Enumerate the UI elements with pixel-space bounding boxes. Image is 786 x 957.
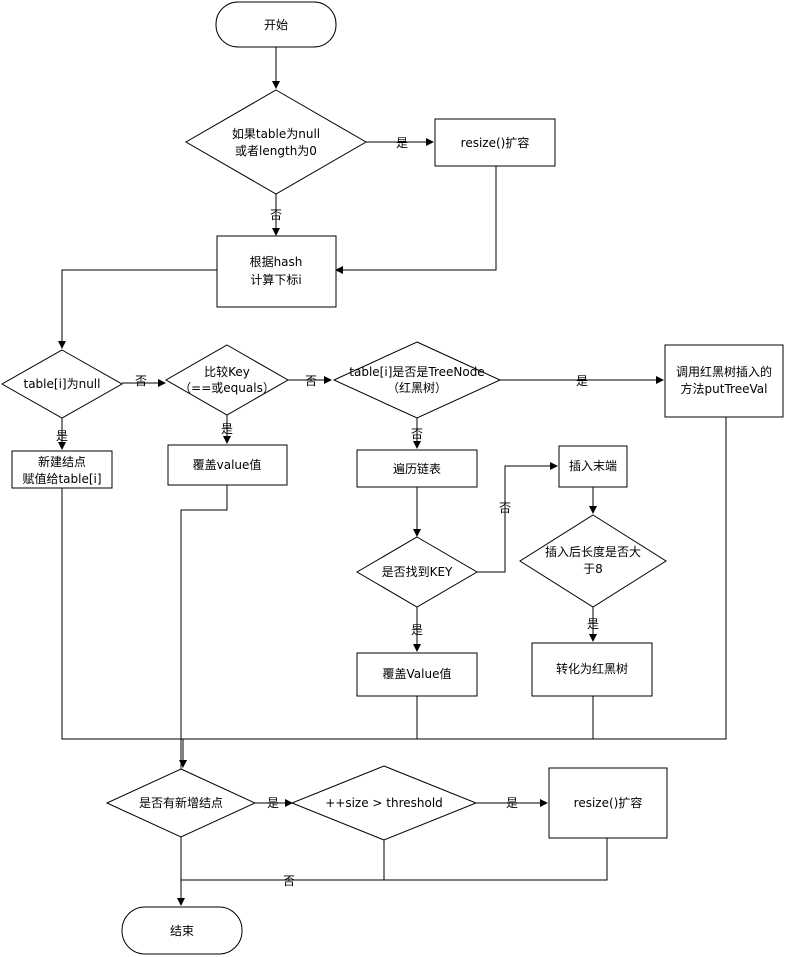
edge-label-end-no: 否 (283, 874, 295, 888)
treenode-label-2: （红黑树） (387, 380, 447, 395)
size-threshold-label: ++size > threshold (325, 796, 443, 810)
check-table-label-2: 或者length为0 (235, 144, 317, 158)
edge-resize-calc (335, 166, 497, 274)
end-node (121, 906, 243, 955)
ti-null-label: table[i]为null (24, 377, 101, 391)
end-label: 结束 (170, 924, 194, 938)
len-gt8-label-1: 插入后长度是否大 (545, 544, 641, 559)
new-node-label-1: 新建结点 (38, 454, 86, 469)
has-new-node-decision (105, 768, 257, 838)
cmp-key-label-1: 比较Key (204, 364, 250, 379)
overwrite-value-process (167, 444, 288, 486)
new-node-label-2: 赋值给table[i] (22, 471, 101, 486)
edge-label-tinull-no: 否 (135, 374, 147, 388)
edge-label-hasnew-yes: 是 (267, 796, 279, 810)
to-rbtree-process (531, 642, 653, 697)
cmp-key-decision (164, 344, 290, 416)
edge-label-treenode-yes: 是 (576, 374, 588, 388)
resize-process-2 (548, 767, 668, 839)
traverse-list-label: 遍历链表 (393, 461, 441, 476)
start-label: 开始 (264, 18, 288, 32)
edge-label-size-yes: 是 (506, 796, 518, 810)
cmp-key-label-2: （==或equals） (179, 381, 275, 395)
check-table-label-1: 如果table为null (232, 126, 320, 141)
put-tree-label-1: 调用红黑树插入的 (676, 364, 772, 379)
insert-tail-label: 插入末端 (569, 459, 617, 473)
edge-overwrite-end (177, 485, 228, 906)
traverse-list-process (356, 449, 478, 488)
put-tree-label-2: 方法putTreeVal (681, 381, 768, 396)
resize-process-1 (434, 118, 556, 167)
edge-label-cmpkey-yes: 是 (221, 422, 233, 436)
edge-label-len-yes: 是 (587, 617, 599, 631)
found-key-label: 是否找到KEY (382, 565, 453, 579)
overwrite-value2-label: 覆盖Value值 (383, 666, 452, 681)
len-gt8-label-2: 于8 (583, 562, 603, 576)
has-new-node-label: 是否有新增结点 (139, 795, 223, 810)
size-threshold-decision (290, 765, 478, 841)
ti-null-decision (0, 349, 124, 419)
overwrite-value-label: 覆盖value值 (193, 457, 262, 472)
treenode-label-1: table[i]是否是TreeNode (349, 365, 484, 379)
resize-label-2: resize()扩容 (574, 795, 643, 810)
found-key-decision (356, 536, 478, 608)
edge-label-check-yes: 是 (396, 136, 408, 150)
len-gt8-decision (519, 514, 667, 608)
edge-resize2-end (384, 838, 608, 881)
edges (58, 47, 727, 906)
edge-labels: 是 否 否 是 否 是 是 否 否 是 是 是 是 否 (56, 136, 599, 888)
edge-label-tinull-yes: 是 (56, 429, 68, 443)
calc-index-label-1: 根据hash (250, 255, 303, 269)
edge-label-cmpkey-no: 否 (305, 374, 317, 388)
edge-label-found-no: 否 (499, 501, 511, 515)
new-node-process (11, 450, 113, 489)
resize-label-1: resize()扩容 (461, 135, 530, 150)
calc-index-process (216, 235, 337, 308)
to-rbtree-label: 转化为红黑树 (556, 661, 628, 676)
edge-merge-bus (61, 417, 727, 740)
edge-found-inserttail (477, 462, 558, 573)
treenode-decision (332, 341, 502, 419)
edge-calc-tinull (58, 269, 217, 349)
edge-label-treenode-no: 否 (411, 427, 423, 441)
put-tree-process (664, 344, 784, 418)
start-node (215, 1, 337, 48)
edge-label-check-no: 否 (270, 208, 282, 222)
check-table-decision (185, 89, 367, 195)
edge-label-found-yes: 是 (411, 623, 423, 637)
insert-tail-process (558, 445, 628, 488)
overwrite-value2-process (356, 652, 478, 697)
calc-index-label-2: 计算下标i (250, 272, 301, 287)
